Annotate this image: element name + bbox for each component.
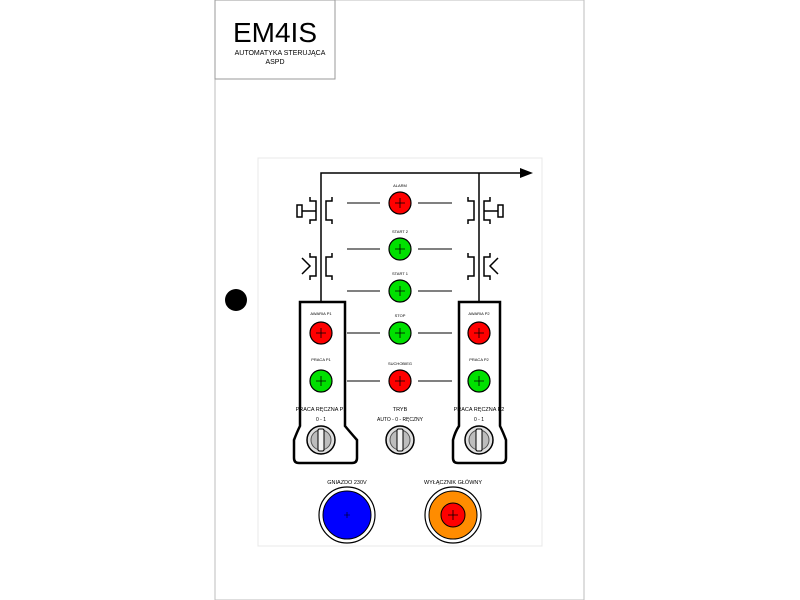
cabinet-title: EM4IS (233, 17, 317, 48)
lamp-cross-icon (395, 286, 405, 296)
socket-label: GNIAZDO 230V (327, 480, 367, 486)
lamp-alarm: ALARM (388, 183, 412, 215)
switch-positions: AUTO - 0 - RĘCZNY (377, 417, 424, 423)
switch-label: PRACA RĘCZNA P1 (296, 407, 347, 413)
lamp-label: PRACA P1 (311, 357, 331, 362)
lamp-praca-p2: PRACA P2 (467, 357, 491, 393)
lamp-praca-p1: PRACA P1 (309, 357, 333, 393)
lamp-stop: STOP (388, 313, 412, 345)
title-box (214, 0, 336, 80)
door-lock[interactable] (225, 289, 247, 311)
front-panel (257, 157, 543, 547)
title-block: EM4IS AUTOMATYKA STERUJĄCA ASPD (214, 0, 336, 80)
switch-tryb[interactable]: TRYB AUTO - 0 - RĘCZNY (377, 407, 424, 455)
lamp-label: PRACA P2 (469, 357, 489, 362)
lamp-cross-icon (395, 198, 405, 208)
lamp-connector-lines (347, 202, 452, 382)
gate-valve-right-icon (467, 197, 504, 224)
lamp-awaria-p1: AWARIA P1 (309, 311, 333, 345)
lamp-label: START 1 (392, 271, 409, 276)
lamp-start-1: START 1 (388, 271, 412, 303)
switch-positions: 0 - 1 (474, 417, 484, 423)
socket-cross-icon (344, 512, 350, 518)
lamp-cross-icon (474, 376, 484, 386)
lamp-awaria-p2: AWARIA P2 (467, 311, 491, 345)
lamp-start-2: START 2 (388, 229, 412, 261)
switch-label: PRACA RĘCZNA P2 (454, 407, 505, 413)
check-valve-left-icon (301, 253, 333, 280)
pump-p2-housing (451, 300, 508, 465)
lamp-cross-icon (474, 328, 484, 338)
lamp-suchobieg: SUCHOBIEG (388, 361, 412, 393)
check-valve-right-icon (467, 253, 499, 280)
switch-handle (475, 428, 483, 452)
cabinet-subtitle-line1: AUTOMATYKA STERUJĄCA (235, 50, 326, 57)
lamp-cross-icon (395, 328, 405, 338)
lamp-cross-icon (395, 376, 405, 386)
socket-230v[interactable]: GNIAZDO 230V (318, 480, 376, 544)
lamp-label: AWARIA P1 (310, 311, 332, 316)
lamp-label: AWARIA P2 (468, 311, 490, 316)
lamp-label: ALARM (393, 183, 407, 188)
switch-handle (396, 428, 404, 452)
main-switch-label: WYŁĄCZNIK GŁÓWNY (424, 479, 482, 486)
switch-praca-reczna-p1[interactable]: PRACA RĘCZNA P1 0 - 1 (296, 407, 347, 455)
lamp-cross-icon (395, 244, 405, 254)
main-switch[interactable]: WYŁĄCZNIK GŁÓWNY (424, 479, 482, 544)
main-switch-cross-icon (448, 510, 458, 520)
lamp-cross-icon (316, 328, 326, 338)
switch-handle (317, 428, 325, 452)
flow-arrow-icon (520, 168, 533, 178)
switch-praca-reczna-p2[interactable]: PRACA RĘCZNA P2 0 - 1 (454, 407, 505, 455)
lamp-label: START 2 (392, 229, 409, 234)
gate-valve-left-icon (296, 197, 333, 224)
pipe-diagram (292, 168, 533, 465)
lamp-label: SUCHOBIEG (388, 361, 412, 366)
lamp-cross-icon (316, 376, 326, 386)
discharge-pipe (320, 172, 520, 302)
lamp-label: STOP (395, 313, 406, 318)
cabinet-subtitle-line2: ASPD (265, 59, 284, 66)
switch-positions: 0 - 1 (316, 417, 326, 423)
pump-p1-housing (292, 300, 359, 465)
switch-label: TRYB (393, 407, 408, 413)
